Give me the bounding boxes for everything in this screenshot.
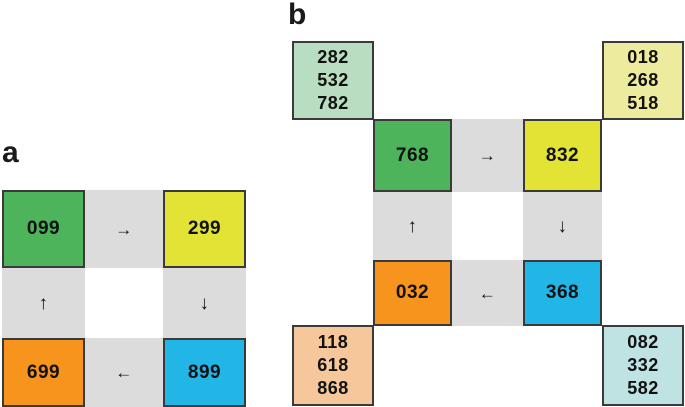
arrow-left-icon: ← [115,363,133,382]
arrow-up-icon: ↑ [407,215,418,237]
corner-value: 518 [627,93,659,114]
arrow-down-icon: ↓ [557,215,568,237]
arrow-left-icon: ← [478,283,497,303]
panel-b-corner-top-left[interactable]: 282 532 782 [292,41,374,120]
panel-a-cell-middle-left: ↑ [2,268,85,338]
panel-b-corner-bottom-left[interactable]: 118 618 868 [292,325,374,406]
panel-b-corner-bottom-right[interactable]: 082 332 582 [602,325,684,406]
panel-b-cell-bottom-left[interactable]: 032 [373,260,452,326]
panel-b-cell-middle-left: ↑ [373,192,452,260]
panel-b-grid: 768 → 832 ↑ ↓ 032 ← 368 [373,119,602,326]
arrow-up-icon: ↑ [38,292,49,314]
panel-b-cell-middle-right: ↓ [523,192,602,260]
panel-b-cell-top-right[interactable]: 832 [523,119,602,192]
corner-value: 868 [317,378,349,399]
corner-value: 782 [317,93,349,114]
panel-a-grid: 099 → 299 ↑ ↓ 699 ← 899 [2,190,246,407]
panel-a-cell-bottom-left[interactable]: 699 [2,338,85,407]
corner-value: 618 [317,354,349,375]
panel-b-cell-top-left[interactable]: 768 [373,119,452,192]
panel-a-cell-top-right[interactable]: 299 [163,190,246,268]
corner-value: 532 [317,69,349,90]
panel-b-cell-top-center: → [452,119,523,192]
panel-b-cell-bottom-right[interactable]: 368 [523,260,602,326]
panel-b-cell-bottom-center: ← [452,260,523,326]
corner-value: 018 [627,46,659,67]
corner-value: 332 [627,354,659,375]
panel-b-corner-top-right[interactable]: 018 268 518 [602,41,684,120]
panel-a-cell-bottom-right[interactable]: 899 [163,338,246,407]
arrow-right-icon: → [478,146,497,165]
corner-value: 282 [317,46,349,67]
panel-a-cell-top-center: → [85,190,163,268]
panel-a-cell-bottom-center: ← [85,338,163,407]
panel-label-a: a [2,136,19,169]
arrow-down-icon: ↓ [199,292,210,314]
corner-value: 118 [317,331,349,352]
panel-a-cell-middle-center [85,268,163,338]
panel-a-cell-top-left[interactable]: 099 [2,190,85,268]
arrow-right-icon: → [115,219,133,239]
corner-value: 082 [627,331,659,352]
panel-label-b: b [288,0,306,31]
corner-value: 268 [627,69,659,90]
panel-b-cell-middle-center [452,192,523,260]
panel-a-cell-middle-right: ↓ [163,268,246,338]
corner-value: 582 [627,378,659,399]
